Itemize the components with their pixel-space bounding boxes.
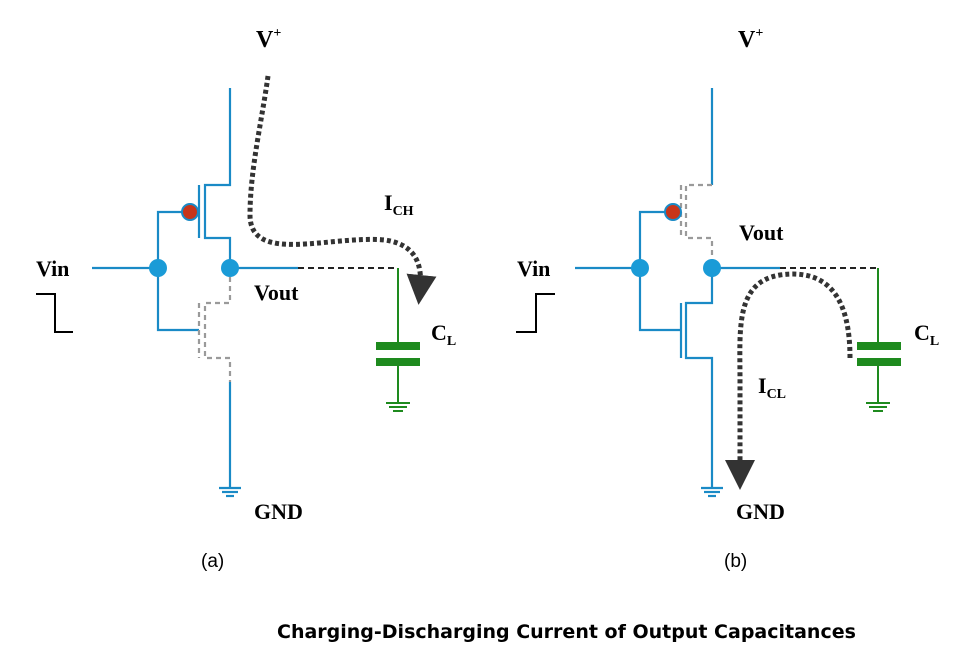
panel-b-sublabel: (b) bbox=[724, 551, 747, 572]
figure-caption: Charging-Discharging Current of Output C… bbox=[277, 621, 856, 643]
supply-label-b: V+ bbox=[738, 26, 763, 53]
panel-a: V+ bbox=[36, 26, 456, 572]
pmos-gate-bubble-b bbox=[664, 203, 682, 221]
input-label-b: Vin bbox=[517, 256, 550, 281]
nmos-transistor-a-off bbox=[197, 268, 232, 382]
load-capacitor-a bbox=[376, 268, 420, 412]
pmos-transistor-a bbox=[197, 88, 232, 268]
supply-label-a: V+ bbox=[256, 26, 281, 53]
pmos-transistor-b-off bbox=[679, 183, 714, 268]
ground-symbol-b bbox=[701, 486, 723, 498]
current-label-a: ICH bbox=[384, 190, 414, 219]
input-step-falling-icon bbox=[36, 293, 73, 333]
output-node-a bbox=[221, 259, 239, 277]
ground-symbol-a bbox=[219, 486, 241, 498]
input-node-a bbox=[149, 259, 167, 277]
input-label-a: Vin bbox=[36, 256, 69, 281]
output-label-b: Vout bbox=[739, 220, 784, 245]
capacitor-label-a: CL bbox=[431, 320, 456, 349]
nmos-transistor-b bbox=[679, 268, 714, 488]
load-capacitor-b bbox=[857, 268, 901, 412]
charging-current-path-a bbox=[247, 75, 437, 305]
current-label-b: ICL bbox=[758, 373, 786, 402]
input-step-rising-icon bbox=[516, 293, 555, 333]
panel-b: V+ bbox=[516, 26, 939, 572]
input-node-b bbox=[631, 259, 649, 277]
capacitor-label-b: CL bbox=[914, 320, 939, 349]
discharging-current-path-b bbox=[725, 271, 853, 490]
output-node-b bbox=[703, 259, 721, 277]
output-label-a: Vout bbox=[254, 280, 299, 305]
panel-a-sublabel: (a) bbox=[201, 551, 224, 572]
ground-label-b: GND bbox=[736, 499, 785, 524]
ground-label-a: GND bbox=[254, 499, 303, 524]
pmos-gate-bubble-a bbox=[181, 203, 199, 221]
